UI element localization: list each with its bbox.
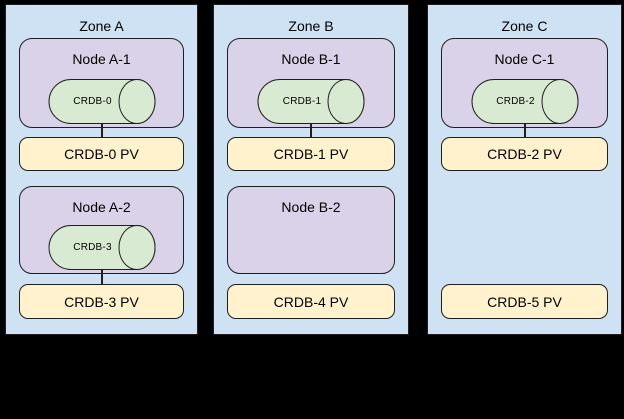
- node-a-2: Node A-2 CRDB-3: [19, 186, 184, 274]
- cylinder-shape-icon: [257, 79, 365, 124]
- pv-crdb-2: CRDB-2 PV: [441, 137, 608, 171]
- database-cylinder-crdb-1: CRDB-1: [257, 79, 365, 124]
- zone-b-title: Zone B: [288, 18, 334, 34]
- database-cylinder-crdb-0: CRDB-0: [48, 79, 155, 124]
- node-c-1-title: Node C-1: [494, 51, 555, 67]
- connector-crdb-2-to-pv: [523, 123, 526, 137]
- pv-crdb-5: CRDB-5 PV: [441, 284, 608, 319]
- cylinder-shape-icon: [471, 79, 578, 124]
- database-cylinder-crdb-3: CRDB-3: [48, 225, 155, 270]
- database-cylinder-crdb-2: CRDB-2: [471, 79, 578, 124]
- pv-crdb-0: CRDB-0 PV: [19, 137, 184, 171]
- zone-a-title: Zone A: [79, 18, 124, 34]
- cylinder-shape-icon: [48, 225, 155, 270]
- connector-crdb-3-to-pv: [100, 269, 103, 284]
- node-a-2-title: Node A-2: [72, 199, 131, 215]
- zone-c: Zone C Node C-1 CRDB-2 CRDB-2 PV CRDB-5 …: [427, 4, 622, 335]
- pv-crdb-4: CRDB-4 PV: [227, 284, 395, 319]
- node-b-2: Node B-2: [227, 186, 395, 274]
- cylinder-crdb-3-label: CRDB-3: [73, 242, 112, 253]
- cylinder-crdb-1-label: CRDB-1: [282, 96, 322, 107]
- node-a-1: Node A-1 CRDB-0: [19, 38, 184, 128]
- zone-c-title: Zone C: [501, 18, 548, 34]
- node-b-1-title: Node B-1: [281, 51, 341, 67]
- connector-crdb-0-to-pv: [100, 123, 103, 137]
- pv-crdb-1: CRDB-1 PV: [227, 137, 395, 171]
- cylinder-crdb-0-label: CRDB-0: [73, 96, 112, 107]
- node-c-1: Node C-1 CRDB-2: [441, 38, 608, 128]
- node-b-1: Node B-1 CRDB-1: [227, 38, 395, 128]
- connector-crdb-1-to-pv: [310, 123, 312, 137]
- pv-crdb-3: CRDB-3 PV: [19, 284, 184, 319]
- cylinder-shape-icon: [48, 79, 155, 124]
- node-a-1-title: Node A-1: [72, 51, 131, 67]
- zone-b: Zone B Node B-1 CRDB-1 CRDB-1 PV Node B-…: [213, 4, 409, 335]
- zone-a: Zone A Node A-1 CRDB-0 CRDB-0 PV Node A-…: [5, 4, 198, 335]
- cylinder-crdb-2-label: CRDB-2: [496, 96, 535, 107]
- node-b-2-title: Node B-2: [281, 199, 341, 215]
